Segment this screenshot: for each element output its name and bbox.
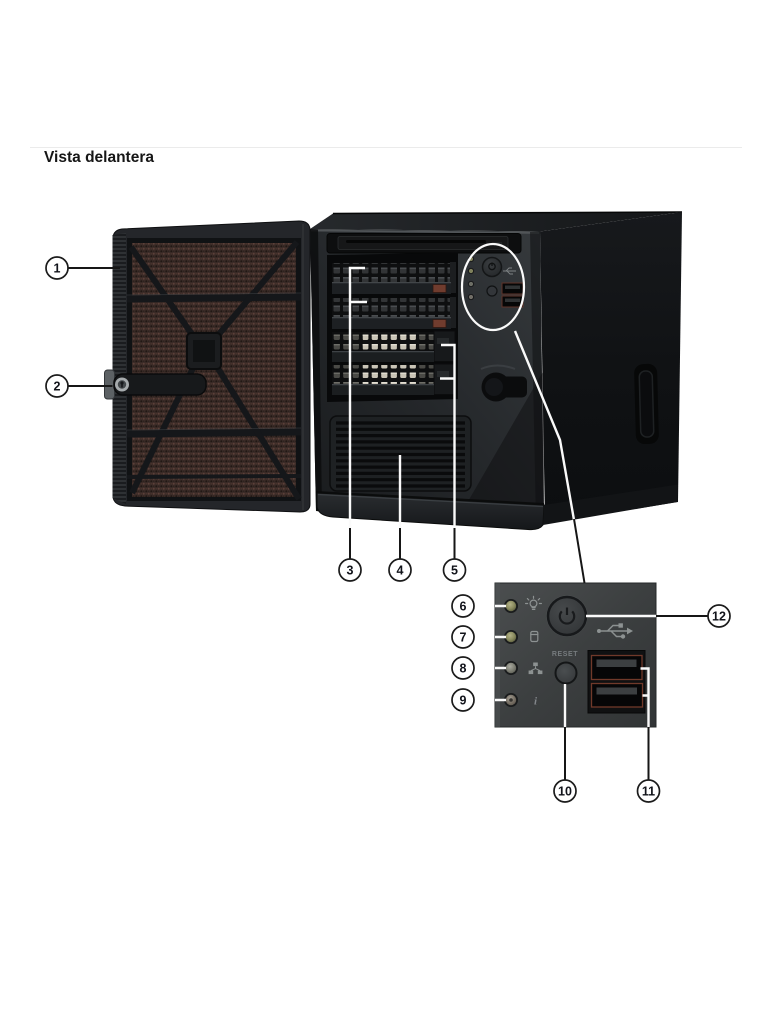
chassis-base [315,484,678,531]
usb-icon [597,623,633,639]
callout-5: 5 [442,558,467,582]
server-photo [104,211,683,531]
drive-tray-3 [332,330,456,362]
svg-text:2: 2 [54,379,61,393]
svg-text:5: 5 [451,563,458,577]
usb-icon-small [503,267,516,275]
callout-4: 4 [388,558,412,582]
svg-text:12: 12 [712,609,726,623]
svg-text:10: 10 [558,784,572,798]
network-icon [528,662,543,675]
info-icon: i [534,696,538,708]
svg-text:3: 3 [347,563,354,577]
front-door [104,220,311,513]
door-lock [113,373,207,396]
drive-cage [327,252,458,402]
door-clasp [104,369,115,400]
usb-port-1 [590,654,643,681]
reset-button-small [486,285,498,297]
usb-ports [587,650,646,714]
side-handle-recess [634,363,659,445]
svg-text:1: 1 [54,261,61,275]
tower-side-panel [540,212,682,524]
callout-9: 9 [451,688,475,712]
front-control-panel [467,255,524,308]
callout-8: 8 [451,656,475,680]
svg-text:6: 6 [460,599,467,613]
callout-1: 1 [45,256,69,280]
power-symbol-icon [558,607,576,625]
svg-text:8: 8 [460,661,467,675]
svg-text:4: 4 [397,563,404,577]
callout-6: 6 [451,594,475,618]
tray-latch [432,319,447,328]
leader-lines [68,266,708,781]
network-led [504,661,518,675]
reset-label: RESET [552,651,578,658]
hdd-led [504,630,518,644]
info-led [504,693,518,707]
section-divider [30,147,742,148]
svg-text:7: 7 [460,630,467,644]
callout-3: 3 [338,558,362,582]
svg-text:9: 9 [460,693,467,707]
control-panel-detail: i RESET [494,582,657,728]
power-led [504,599,518,613]
power-button-small [481,256,503,278]
svg-text:i: i [534,696,538,708]
power-button [546,595,588,637]
front-handle-recess [480,364,527,402]
callout-7: 7 [451,625,475,649]
hdd-icon [530,630,539,643]
callouts: 1 2 3 4 5 6 7 8 9 10 11 12 [45,256,731,803]
reset-button [554,661,578,685]
callout-10: 10 [553,779,577,803]
svg-text:11: 11 [642,784,655,798]
callout-11: 11 [636,779,661,803]
tower-roof [310,212,682,232]
panel-highlight-ellipse [460,242,526,332]
page-title: Vista delantera [44,149,154,166]
callout-12: 12 [707,604,731,628]
tower-body [310,211,683,531]
tray-latch [432,284,447,293]
door-ribbed-edge [112,233,126,504]
usb-port-2 [590,682,644,708]
callout-2: 2 [45,374,69,398]
bulb-icon [525,595,542,610]
